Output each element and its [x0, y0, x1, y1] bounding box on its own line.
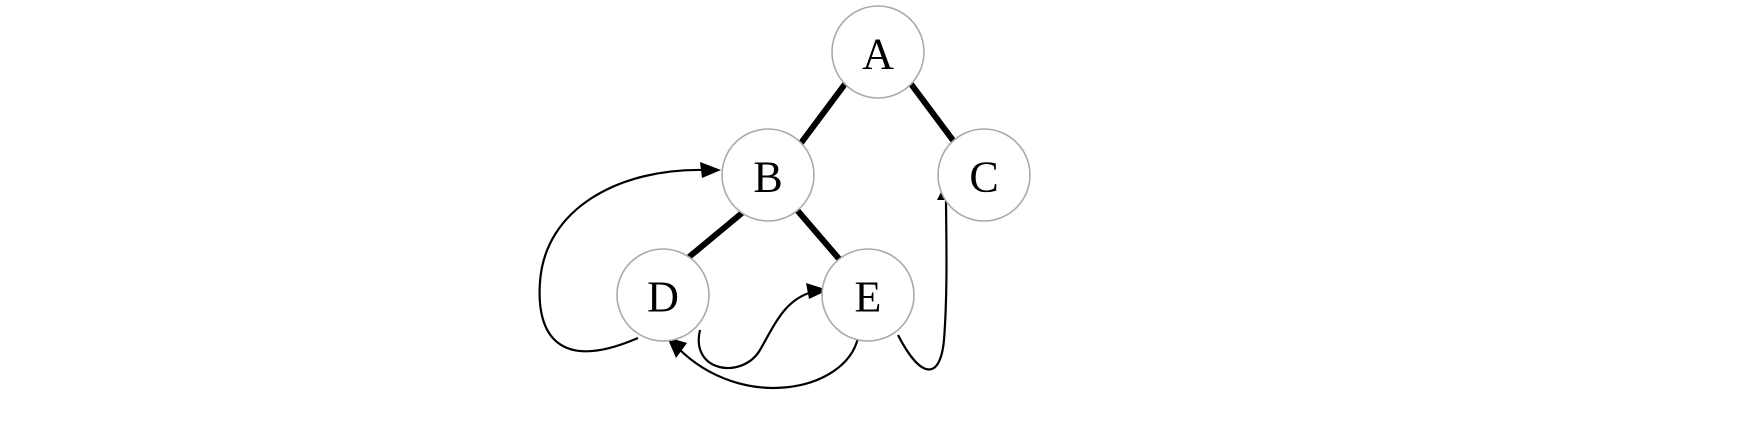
- node-d[interactable]: D: [616, 248, 710, 342]
- arrowhead-d-to-e: [806, 283, 828, 299]
- curve-edge-d-to-e: [697, 290, 813, 370]
- node-c-circle[interactable]: [937, 128, 1031, 222]
- node-b[interactable]: B: [721, 128, 815, 222]
- node-b-circle[interactable]: [721, 128, 815, 222]
- node-c[interactable]: C: [937, 128, 1031, 222]
- node-d-circle[interactable]: [616, 248, 710, 342]
- tree-edge-a-c: [908, 82, 958, 145]
- node-a-label: A: [862, 30, 894, 79]
- node-a[interactable]: A: [831, 5, 925, 99]
- node-a-circle[interactable]: [831, 5, 925, 99]
- node-e-label: E: [855, 273, 882, 322]
- arrowhead-d-to-b: [700, 162, 721, 178]
- node-e-circle[interactable]: [821, 248, 915, 342]
- curve-edge-e-to-c: [897, 195, 948, 371]
- tree-edge-a-b: [798, 82, 848, 145]
- curve-edge-d-to-b: [538, 168, 706, 353]
- node-d-label: D: [647, 273, 679, 322]
- node-c-label: C: [969, 153, 998, 202]
- arrowhead-e-to-d: [667, 337, 687, 358]
- tree-edge-group: [687, 82, 958, 262]
- node-e[interactable]: E: [821, 248, 915, 342]
- node-group: A B C D E: [616, 5, 1031, 342]
- curve-edge-e-to-d: [677, 337, 860, 390]
- tree-edge-b-e: [794, 208, 843, 262]
- node-b-label: B: [753, 153, 782, 202]
- tree-edge-b-d: [687, 210, 744, 260]
